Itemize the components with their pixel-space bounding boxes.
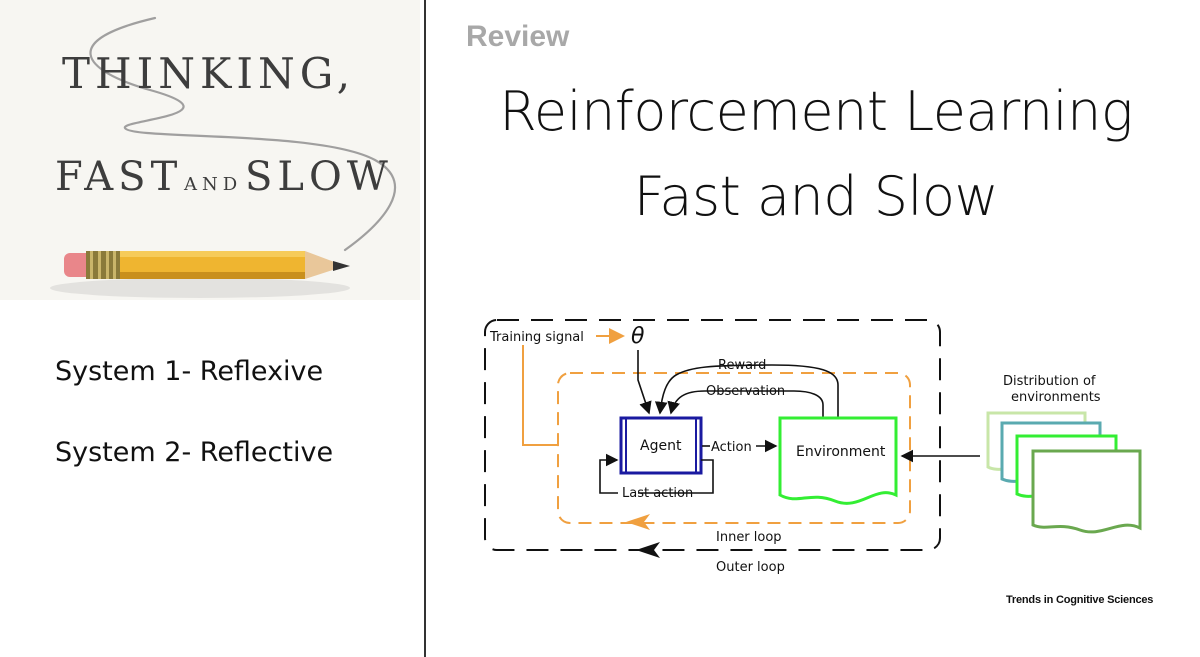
inner-loop-label: Inner loop bbox=[716, 530, 782, 545]
training-signal-label: Training signal bbox=[489, 330, 584, 345]
book-title-line1: THINKING, bbox=[62, 49, 355, 98]
theta-symbol: θ bbox=[631, 324, 645, 349]
book-title-slow: SLOW bbox=[245, 154, 393, 200]
outer-loop-arrow bbox=[636, 542, 660, 558]
action-label: Action bbox=[711, 440, 752, 455]
panel-divider bbox=[424, 0, 426, 657]
environment-stack bbox=[986, 411, 1142, 534]
title-line-1: Reinforcement Learning bbox=[499, 80, 1133, 143]
agent-box bbox=[619, 416, 703, 475]
title-line-2: Fast and Slow bbox=[633, 165, 999, 228]
rl-diagram: Training signal θ Reward Observation Age… bbox=[484, 319, 1142, 575]
last-action-label: Last action bbox=[622, 486, 693, 501]
book-cover-image: THINKING, FAST AND SLOW bbox=[0, 0, 420, 300]
pencil-icon bbox=[50, 251, 350, 298]
journal-credit: Trends in Cognitive Sciences bbox=[1006, 594, 1154, 606]
outer-loop-box bbox=[484, 319, 941, 551]
review-label: Review bbox=[466, 20, 570, 53]
distribution-label-line1: Distribution of bbox=[1003, 374, 1096, 389]
outer-loop-label: Outer loop bbox=[716, 560, 785, 575]
environment-label: Environment bbox=[796, 444, 886, 460]
agent-label: Agent bbox=[640, 438, 682, 454]
system-1-label: System 1- Reflexive bbox=[55, 356, 324, 387]
distribution-label-line2: environments bbox=[1011, 390, 1101, 405]
environment-box bbox=[778, 416, 898, 505]
left-panel: THINKING, FAST AND SLOW System 1- Reflex… bbox=[0, 0, 424, 657]
inner-loop-arrow bbox=[626, 514, 650, 530]
book-title-fast: FAST bbox=[55, 154, 182, 200]
book-title-and: AND bbox=[183, 174, 242, 195]
inner-loop-box bbox=[557, 372, 911, 524]
system-2-label: System 2- Reflective bbox=[55, 437, 334, 468]
